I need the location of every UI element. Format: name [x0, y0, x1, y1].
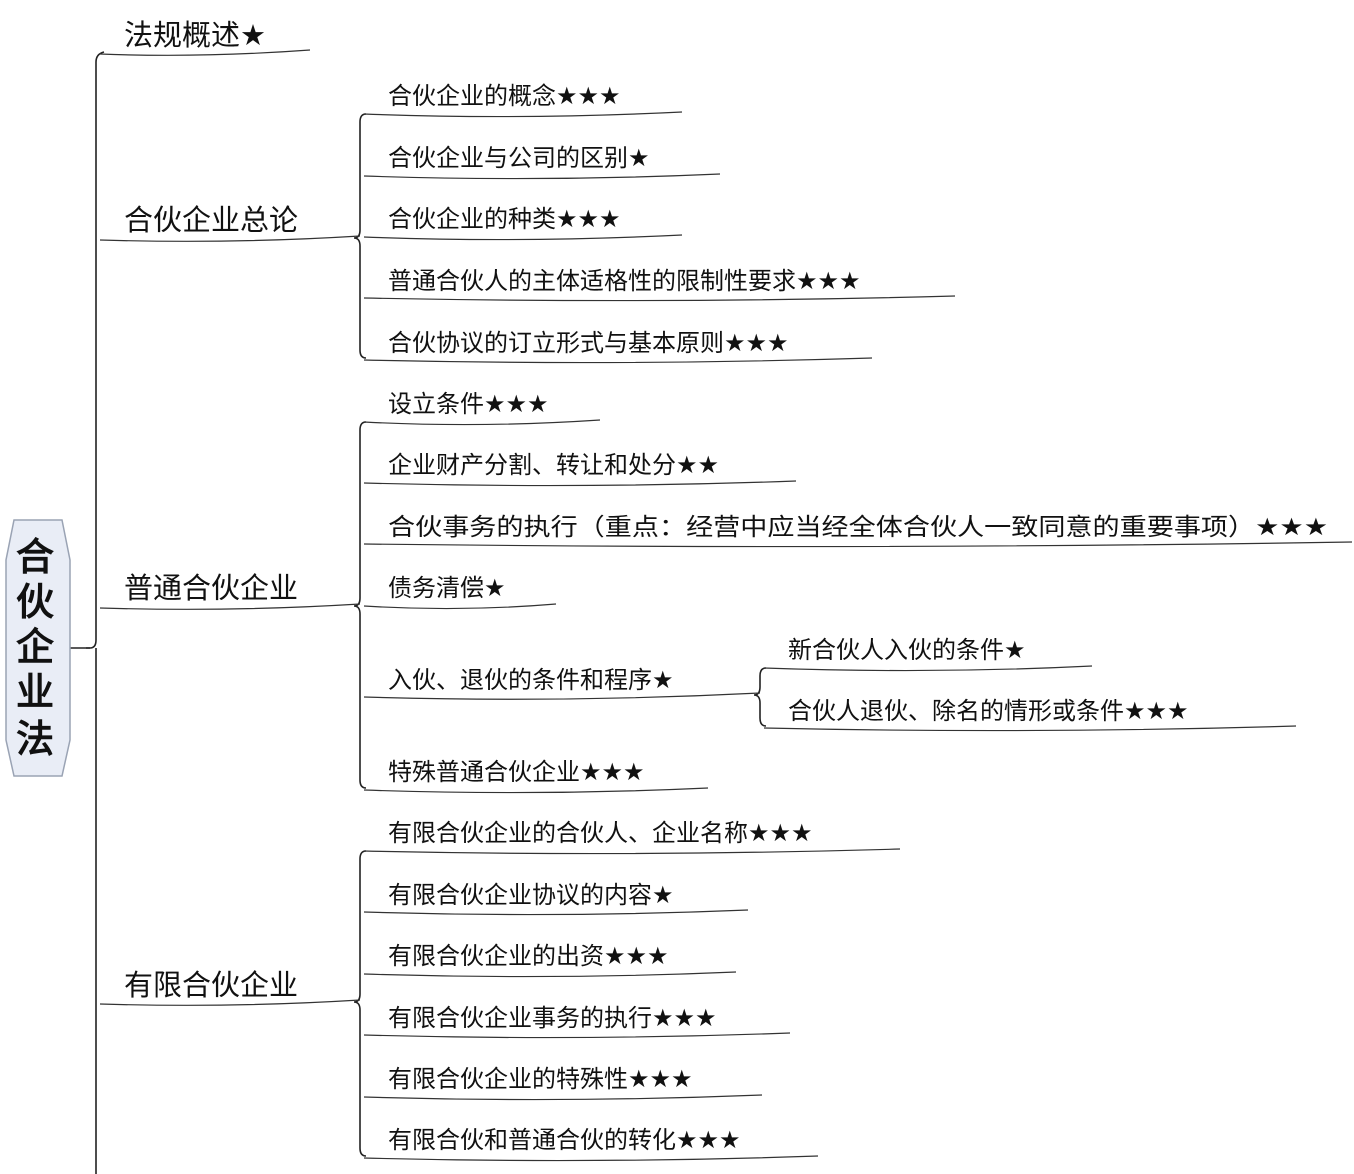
root-char-3: 企: [16, 625, 55, 669]
topic-label: 合伙企业的概念★★★: [388, 82, 621, 110]
topic-item[interactable]: 有限合伙企业事务的执行★★★: [363, 1004, 791, 1039]
bracket-general: [353, 113, 367, 359]
topic-label: 合伙企业与公司的区别★: [388, 144, 650, 172]
topic-item[interactable]: 有限合伙企业协议的内容★: [363, 881, 749, 916]
topic-item[interactable]: 有限合伙企业的出资★★★: [363, 942, 737, 978]
topic-label: 有限合伙企业事务的执行★★★: [388, 1004, 717, 1032]
branch-label: 普通合伙企业: [124, 571, 298, 605]
topic-underline: [363, 541, 1353, 548]
topic-label: 企业财产分割、转让和处分★★: [388, 451, 719, 479]
subtopic-underline: [763, 725, 1297, 732]
topic-label: 合伙协议的订立形式与基本原则★★★: [388, 329, 789, 357]
subtopic-label: 新合伙人入伙的条件★: [788, 636, 1026, 664]
topic-item[interactable]: 合伙企业的种类★★★: [363, 205, 683, 241]
branch-underline: [99, 235, 361, 242]
branch-underline: [99, 603, 361, 610]
bracket-admission-withdrawal: [753, 667, 767, 727]
topic-general-partnership: 设立条件★★★ 企业财产分割、转让和处分★★ 合伙事务的执行（重点：经营中应当经…: [363, 390, 1353, 794]
topic-item[interactable]: 有限合伙企业的合伙人、企业名称★★★: [363, 819, 901, 855]
topic-label: 合伙企业的种类★★★: [388, 205, 621, 233]
branch-limited-partnership[interactable]: 有限合伙企业: [99, 968, 361, 1006]
topic-underline: [363, 173, 721, 180]
root-char-1: 合: [16, 535, 54, 579]
topic-underline: [363, 419, 601, 426]
topic-underline: [363, 692, 761, 700]
topic-underline: [363, 1094, 763, 1101]
topic-underline: [363, 480, 797, 487]
branch-label: 法规概述★: [124, 18, 266, 52]
topic-label: 普通合伙人的主体适格性的限制性要求★★★: [388, 267, 861, 295]
topic-underline: [363, 357, 873, 364]
subtopic-underline: [763, 665, 1093, 672]
trunk-upper: [86, 51, 105, 649]
topic-item[interactable]: 有限合伙和普通合伙的转化★★★: [363, 1126, 819, 1162]
topic-underline: [363, 1155, 819, 1162]
topic-item[interactable]: 企业财产分割、转让和处分★★: [363, 451, 797, 487]
topic-underline: [363, 111, 683, 118]
topic-item[interactable]: 设立条件★★★: [363, 390, 601, 426]
bracket-general-partnership: [353, 421, 367, 789]
root-hexagon: [5, 519, 71, 777]
topic-underline: [363, 971, 737, 978]
subtopic-item[interactable]: 新合伙人入伙的条件★: [763, 636, 1093, 672]
branch-underline: [99, 49, 311, 56]
topic-underline: [363, 909, 749, 916]
branch-label: 合伙企业总论: [124, 203, 298, 237]
bracket-limited-partnership: [353, 850, 367, 1157]
branch-general-partnership[interactable]: 普通合伙企业: [99, 571, 361, 610]
topic-general: 合伙企业的概念★★★ 合伙企业与公司的区别★ 合伙企业的种类★★★ 普通合伙人的…: [363, 82, 956, 364]
topic-label: 有限合伙企业的特殊性★★★: [388, 1065, 693, 1093]
topic-item[interactable]: 特殊普通合伙企业★★★: [363, 758, 709, 794]
topic-label: 债务清偿★: [388, 574, 506, 602]
topic-label: 有限合伙企业的出资★★★: [388, 942, 669, 970]
branch-general[interactable]: 合伙企业总论: [99, 203, 361, 242]
topic-underline: [363, 603, 557, 610]
topic-label: 有限合伙企业协议的内容★: [388, 881, 674, 909]
topic-item[interactable]: 合伙企业与公司的区别★: [363, 144, 721, 180]
topic-item[interactable]: 合伙企业的概念★★★: [363, 82, 683, 118]
topic-underline: [363, 848, 901, 855]
topic-item[interactable]: 债务清偿★: [363, 574, 557, 610]
branch-label: 有限合伙企业: [124, 968, 298, 1002]
root-char-4: 业: [16, 670, 54, 714]
topic-item[interactable]: 合伙协议的订立形式与基本原则★★★: [363, 329, 873, 364]
root-char-5: 法: [16, 717, 54, 761]
topic-limited-partnership: 有限合伙企业的合伙人、企业名称★★★ 有限合伙企业协议的内容★ 有限合伙企业的出…: [363, 819, 901, 1162]
subtopic-label: 合伙人退伙、除名的情形或条件★★★: [788, 697, 1189, 725]
topic-label: 设立条件★★★: [388, 390, 549, 418]
topic-underline: [363, 1032, 791, 1039]
root-node[interactable]: 合 伙 企 业 法: [5, 519, 71, 777]
topic-item[interactable]: 入伙、退伙的条件和程序★: [363, 666, 761, 700]
topic-underline: [363, 295, 956, 302]
topic-label: 有限合伙企业的合伙人、企业名称★★★: [388, 819, 813, 847]
root-char-2: 伙: [16, 580, 54, 624]
topic-item[interactable]: 普通合伙人的主体适格性的限制性要求★★★: [363, 267, 956, 302]
topic-item[interactable]: 有限合伙企业的特殊性★★★: [363, 1065, 763, 1101]
branch-underline: [99, 999, 361, 1006]
topic-item[interactable]: 合伙事务的执行（重点：经营中应当经全体合伙人一致同意的重要事项）★★★: [363, 513, 1353, 548]
connector-lines: [70, 51, 767, 1174]
topic-label: 有限合伙和普通合伙的转化★★★: [388, 1126, 741, 1154]
topic-underline: [363, 234, 683, 241]
topic-label: 合伙事务的执行（重点：经营中应当经全体合伙人一致同意的重要事项）★★★: [388, 513, 1328, 541]
topic-label: 特殊普通合伙企业★★★: [388, 758, 645, 786]
topic-label: 入伙、退伙的条件和程序★: [388, 666, 674, 694]
topic-underline: [363, 787, 709, 794]
branch-overview[interactable]: 法规概述★: [99, 18, 311, 56]
subtopic-item[interactable]: 合伙人退伙、除名的情形或条件★★★: [763, 697, 1297, 732]
